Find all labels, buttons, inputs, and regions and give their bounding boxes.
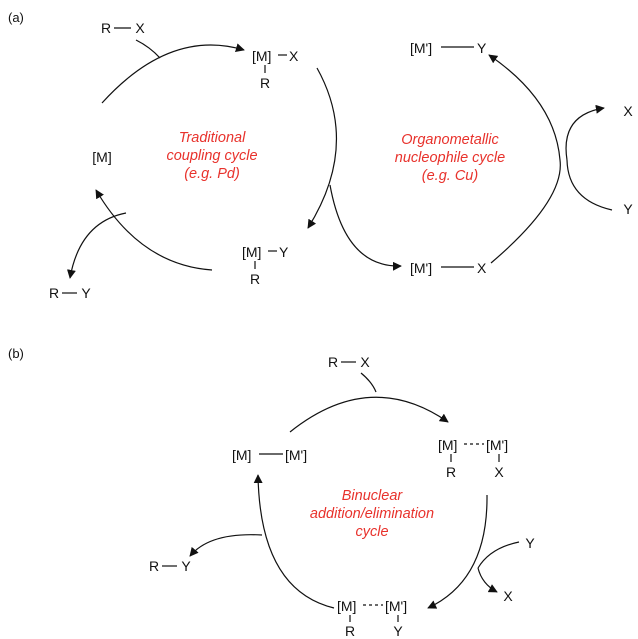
metathesis-arc	[427, 494, 488, 609]
ligand-r: R	[250, 271, 260, 287]
reactant-r: R	[328, 354, 338, 370]
reactant-r: R	[101, 20, 111, 36]
metal-mp: [M']	[410, 260, 432, 276]
panel-a-label: (a)	[8, 10, 24, 25]
product-release-arrow	[66, 212, 127, 279]
traditional-cycle-text: Traditional coupling cycle (e.g. Pd)	[166, 130, 257, 182]
binuclear-cycle-text: Binuclear addition/elimination cycle	[310, 488, 434, 540]
side-product-x: X	[503, 588, 513, 604]
reactant-entry-curve	[360, 372, 377, 393]
metal-mp: [M']	[486, 437, 508, 453]
reactant-x: X	[135, 20, 145, 36]
complex-mp-y: [M'] Y	[410, 40, 487, 56]
metal-m: [M]	[438, 437, 457, 453]
ligand-r: R	[446, 464, 456, 480]
complex-my-r: [M] Y R	[242, 244, 289, 287]
complex-mx-r: [M] X R	[252, 48, 299, 91]
ligand-x: X	[289, 48, 299, 64]
x-release-arrow	[565, 104, 605, 161]
side-reagent-y: Y	[525, 535, 535, 551]
mp-regeneration-arrow	[488, 54, 561, 264]
ligand-r: R	[345, 623, 355, 639]
ligand-x: X	[477, 260, 487, 276]
ligand-x: X	[494, 464, 504, 480]
metal-mp: [M']	[410, 40, 432, 56]
y-entry-curve	[566, 159, 613, 211]
metal-mp: [M']	[385, 598, 407, 614]
cycle-text-line: nucleophile cycle	[395, 150, 505, 166]
product-y: Y	[81, 285, 91, 301]
complex-r-m-mp-x: [M] [M'] R X	[438, 437, 508, 480]
oxidative-addition-arrow	[101, 43, 245, 104]
side-reagent-y: Y	[623, 201, 633, 217]
ligand-y: Y	[279, 244, 289, 260]
mp-exchange-arrow	[329, 184, 402, 271]
transmetalation-arc	[307, 67, 338, 229]
x-release-arrow	[477, 567, 498, 593]
product-y: Y	[181, 558, 191, 574]
cycle-text-line: cycle	[355, 524, 388, 540]
ligand-y: Y	[393, 623, 403, 639]
reactant-x: X	[360, 354, 370, 370]
cycle-text-line: coupling cycle	[166, 148, 257, 164]
complex-mp-x: [M'] X	[410, 260, 487, 276]
product-ry: R Y	[149, 558, 191, 574]
cycle-text-line: (e.g. Pd)	[184, 166, 240, 182]
reactant-entry-curve	[135, 39, 161, 59]
reactant-rx: R X	[101, 20, 145, 36]
panel-a: (a) R X [M] X R [M] [M] Y R R	[8, 10, 633, 301]
catalyst-m: [M]	[92, 149, 111, 165]
cycle-text-line: Binuclear	[342, 488, 404, 504]
cycle-text-line: (e.g. Cu)	[422, 168, 478, 184]
complex-m-mp: [M] [M']	[232, 447, 307, 463]
y-entry-curve	[477, 541, 520, 569]
ligand-y: Y	[477, 40, 487, 56]
metal-m: [M]	[252, 48, 271, 64]
metal-m: [M]	[232, 447, 251, 463]
organometallic-cycle-text: Organometallic nucleophile cycle (e.g. C…	[395, 132, 505, 184]
cycle-text-line: Traditional	[179, 130, 246, 146]
metal-m: [M]	[337, 598, 356, 614]
panel-b: (b) R X [M] [M'] [M] [M'] R X [M] [M']	[8, 346, 535, 639]
cycle-text-line: Organometallic	[401, 132, 499, 148]
complex-r-m-mp-y: [M] [M'] R Y	[337, 598, 407, 639]
metal-mp: [M']	[285, 447, 307, 463]
product-r: R	[49, 285, 59, 301]
cycle-text-line: addition/elimination	[310, 506, 434, 522]
reactant-rx: R X	[328, 354, 370, 370]
product-release-arrow	[189, 534, 263, 557]
product-ry: R Y	[49, 285, 91, 301]
side-product-x: X	[623, 103, 633, 119]
reductive-elimination-arrow	[95, 189, 213, 271]
ligand-r: R	[260, 75, 270, 91]
panel-b-label: (b)	[8, 346, 24, 361]
binuclear-elimination-arrow	[253, 474, 335, 609]
product-r: R	[149, 558, 159, 574]
binuclear-addition-arrow	[289, 396, 449, 433]
metal-m: [M]	[242, 244, 261, 260]
